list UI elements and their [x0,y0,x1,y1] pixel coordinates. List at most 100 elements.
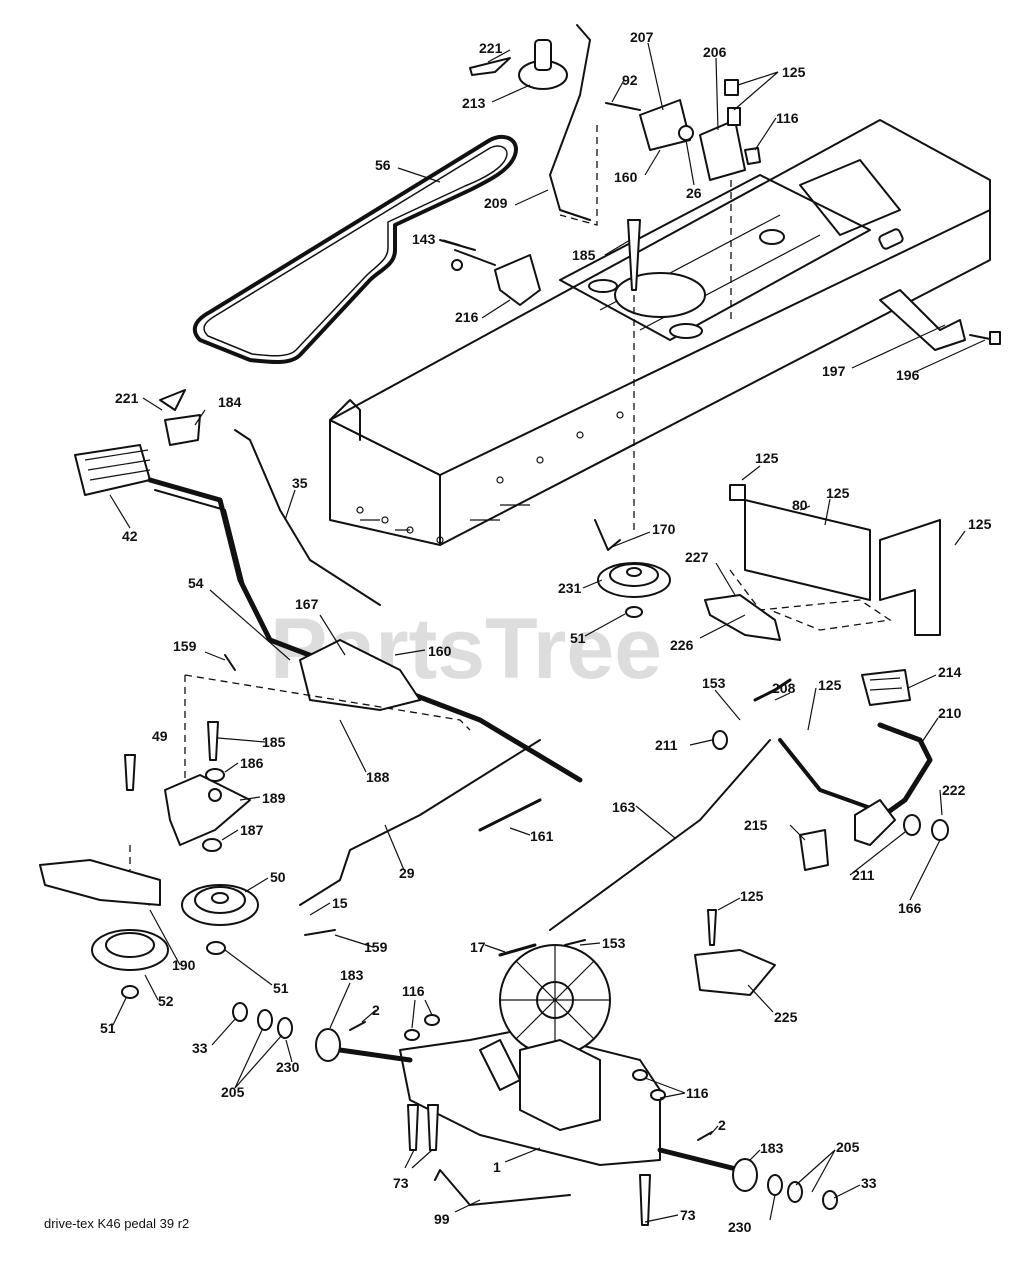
callout-125: 125 [782,64,806,80]
nut-51c [121,985,139,999]
callout-208: 208 [772,680,796,696]
washer-211b [903,814,921,836]
callout-183: 183 [340,967,364,983]
callout-230: 230 [276,1059,300,1075]
shift-rod [549,24,591,221]
callout-51: 51 [570,630,586,646]
callout-185b: 185 [262,734,286,750]
bolt-73a [407,1104,419,1151]
callout-160b: 160 [428,643,452,659]
callout-187: 187 [240,822,264,838]
callout-33b: 33 [861,1175,877,1191]
rod-35 [234,429,381,606]
cross-shaft [778,738,892,817]
washer-211a [712,730,728,750]
hub-183b [732,1158,758,1192]
callout-196: 196 [896,367,920,383]
bracket-188 [299,639,421,711]
clip-153b [564,939,586,946]
pin-159a [224,654,236,671]
callout-167: 167 [295,596,319,612]
callout-216: 216 [455,309,479,325]
spring-208 [753,678,792,702]
callout-166: 166 [898,900,922,916]
bolt-185b [207,721,219,761]
transaxle-1 [337,944,743,1173]
key-2a [349,1021,366,1031]
callout-207: 207 [630,29,654,45]
rod-29 [299,739,541,906]
callout-221: 221 [479,40,503,56]
callout-33: 33 [192,1040,208,1056]
callout-73b: 73 [680,1207,696,1223]
callout-labels: 221 213 207 206 125 92 116 160 26 56 209… [100,29,992,1235]
callout-51c: 51 [100,1020,116,1036]
bracket-225 [694,949,776,996]
clip-221b [159,389,186,411]
callout-125b: 125 [755,450,779,466]
callout-2: 2 [372,1002,380,1018]
callout-73: 73 [393,1175,409,1191]
bolt-125f [707,909,717,946]
pedal-arm-210 [867,722,933,828]
steering-grip-42 [74,444,151,496]
callout-49: 49 [152,728,168,744]
clip-33b [822,1190,838,1210]
callout-161: 161 [530,828,554,844]
callout-125e: 125 [818,677,842,693]
callout-50: 50 [270,869,286,885]
callout-54: 54 [188,575,204,591]
rod-99 [434,1169,571,1206]
key-2b [697,1131,713,1141]
callout-51b: 51 [273,980,289,996]
callout-99: 99 [434,1211,450,1227]
callout-2b: 2 [718,1117,726,1133]
chassis-frame [329,119,991,546]
nut-116a [404,1029,420,1041]
callout-153: 153 [702,675,726,691]
bolt-73c [639,1174,651,1226]
callout-159: 159 [173,638,197,654]
pad-215 [799,829,829,871]
dash-line [559,125,598,226]
callout-190: 190 [172,957,196,973]
callout-116: 116 [776,110,799,126]
callout-17: 17 [470,939,486,955]
callout-211b: 211 [852,867,875,883]
callout-116b: 116 [402,983,425,999]
callout-214: 214 [938,664,962,680]
callout-209: 209 [484,195,508,211]
callout-231: 231 [558,580,582,596]
part-184 [164,414,201,446]
bolt-73b [427,1104,439,1151]
nut-51 [206,941,226,955]
bracket-80 [729,484,941,636]
callout-92: 92 [622,72,638,88]
callout-184: 184 [218,394,242,410]
callout-205b: 205 [836,1139,860,1155]
callout-80: 80 [792,497,808,513]
callout-197: 197 [822,363,846,379]
bushing-186 [205,768,225,782]
rod-163 [549,739,771,931]
drive-pulley-231 [597,562,671,598]
pedal-hub [854,799,896,846]
bolt-49 [124,754,136,791]
dash-line [729,569,892,631]
callout-153b: 153 [602,935,626,951]
callout-26: 26 [686,185,702,201]
nut-51a [625,606,643,618]
idler-pulley-50 [181,884,259,926]
callout-35: 35 [292,475,308,491]
callout-215: 215 [744,817,768,833]
callout-211: 211 [655,737,678,753]
shaft-54 [147,477,583,783]
callout-125f: 125 [740,888,764,904]
callout-42: 42 [122,528,138,544]
bracket-190 [39,859,161,906]
callout-170: 170 [652,521,676,537]
callout-183b: 183 [760,1140,784,1156]
callout-221b: 221 [115,390,139,406]
